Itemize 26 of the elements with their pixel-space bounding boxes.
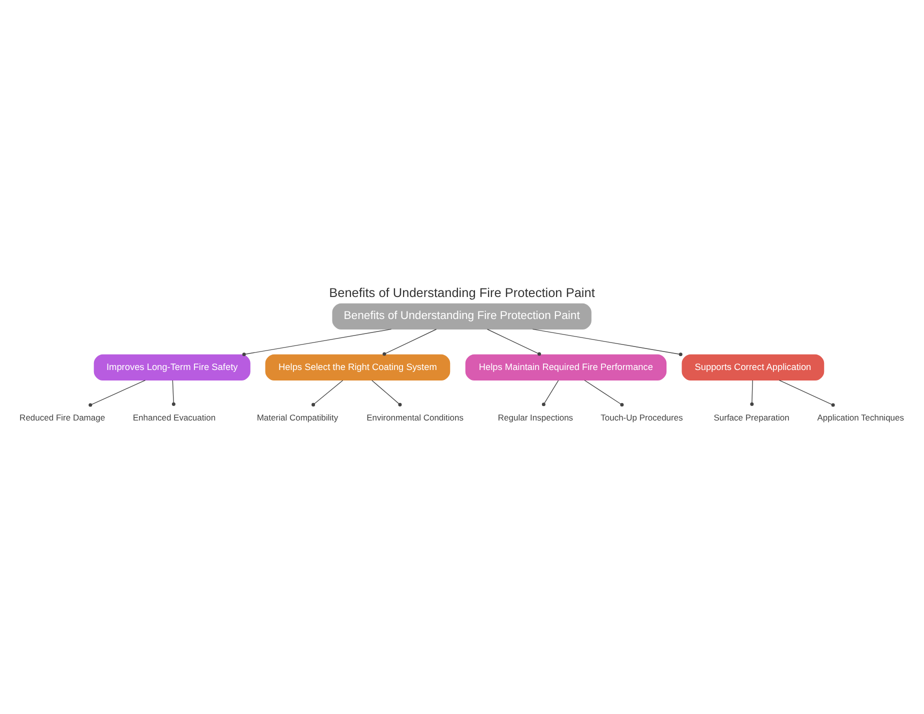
connector <box>382 328 437 356</box>
node-text: Regular Inspections <box>498 412 574 422</box>
connector <box>312 380 344 406</box>
connector <box>750 380 754 406</box>
connector <box>242 328 392 356</box>
connector <box>532 328 682 356</box>
node-box: Benefits of Understanding Fire Protection Paint <box>332 302 592 330</box>
node-text: Material Compatibility <box>256 412 338 422</box>
node-text: Surface Preparation <box>714 412 790 422</box>
node-text: Environmental Conditions <box>366 412 464 422</box>
node-box: Helps Maintain Required Fire Performance <box>465 354 667 380</box>
node-text: Application Techniques <box>817 412 904 422</box>
node-box: Supports Correct Application <box>682 354 824 380</box>
connector <box>778 379 835 406</box>
connector <box>172 380 176 406</box>
connector <box>542 380 559 406</box>
connector <box>88 379 146 406</box>
connector <box>372 380 402 406</box>
connector <box>584 379 624 406</box>
connector <box>486 328 542 356</box>
node-text: Reduced Fire Damage <box>20 412 106 422</box>
node-box: Helps Select the Right Coating System <box>265 354 450 380</box>
node-text: Enhanced Evacuation <box>132 412 216 422</box>
node-text: Touch-Up Procedures <box>600 412 683 422</box>
node-box: Improves Long-Term Fire Safety <box>94 354 250 380</box>
diagram-title: Benefits of Understanding Fire Protection Paint <box>329 284 595 300</box>
